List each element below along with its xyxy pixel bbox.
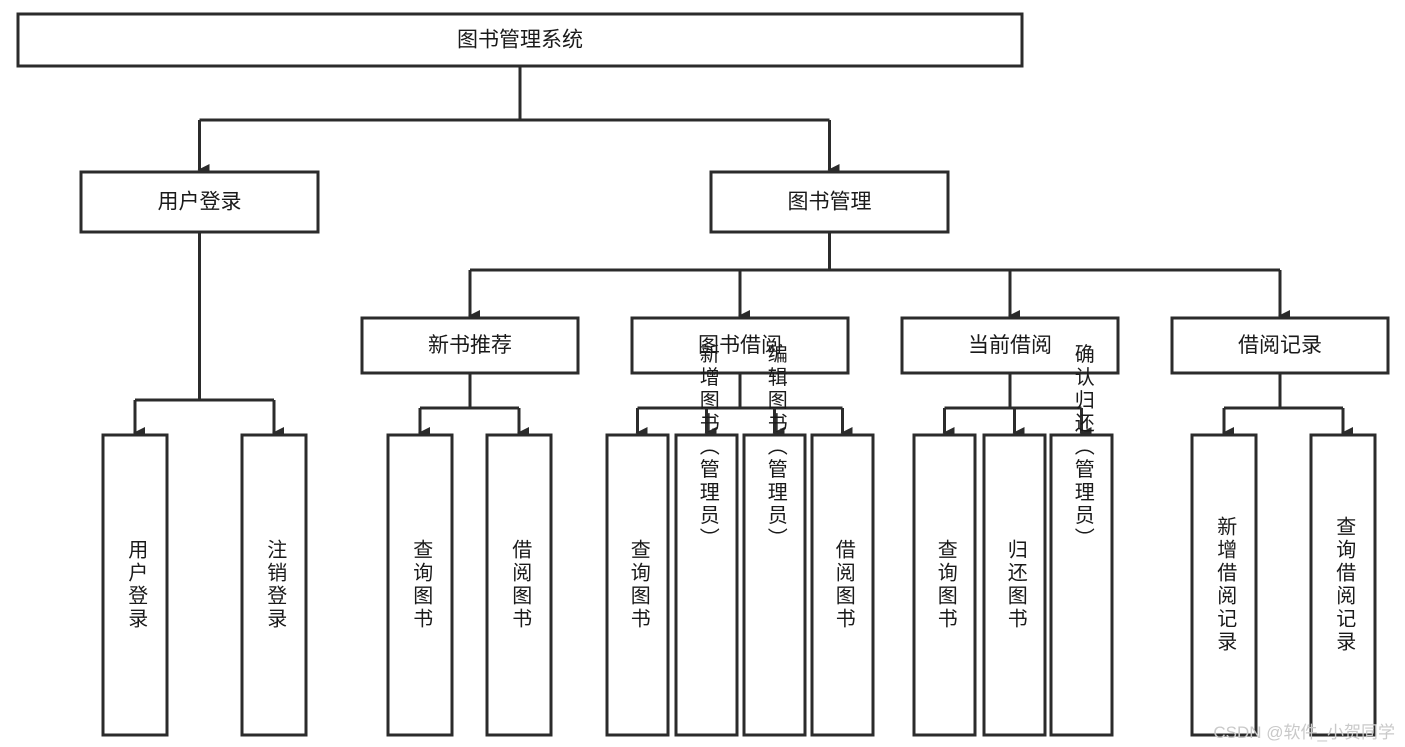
node-label-leaf-query-book-2: 查询图书 (627, 539, 650, 631)
node-box-new-book-recommend (360, 316, 580, 375)
node-label-new-book-recommend: 新书推荐 (428, 334, 512, 357)
node-box-user-login (79, 170, 320, 234)
node-leaf-borrow-book-1[interactable]: 借阅图书 (485, 433, 553, 737)
node-label-leaf-confirm-return: 确认归还（管理员） (1071, 343, 1094, 550)
node-leaf-query-book-1[interactable]: 查询图书 (386, 433, 454, 737)
node-label-leaf-edit-book: 编辑图书（管理员） (764, 343, 787, 550)
node-box-leaf-query-book-1 (386, 433, 454, 737)
node-box-book-manage (709, 170, 950, 234)
node-leaf-add-book[interactable]: 新增图书（管理员） (674, 343, 739, 737)
node-label-book-borrow: 图书借阅 (698, 334, 782, 357)
node-leaf-query-book-3[interactable]: 查询图书 (912, 433, 977, 737)
node-label-leaf-add-book: 新增图书（管理员） (696, 343, 719, 550)
node-label-book-manage: 图书管理 (788, 191, 872, 214)
node-label-leaf-logout: 注销登录 (264, 539, 287, 631)
node-label-current-borrow: 当前借阅 (968, 334, 1052, 357)
node-leaf-query-book-2[interactable]: 查询图书 (605, 433, 670, 737)
node-leaf-return-book[interactable]: 归还图书 (982, 433, 1047, 737)
node-box-leaf-edit-book (742, 433, 807, 737)
node-box-book-borrow (630, 316, 850, 375)
node-label-user-login: 用户登录 (158, 191, 242, 214)
node-box-leaf-add-book (674, 433, 739, 737)
node-leaf-add-record[interactable]: 新增借阅记录 (1190, 433, 1258, 737)
node-box-leaf-borrow-book-2 (810, 433, 875, 737)
node-box-leaf-borrow-book-1 (485, 433, 553, 737)
node-box-leaf-query-record (1309, 433, 1377, 737)
node-label-leaf-return-book: 归还图书 (1004, 539, 1027, 631)
node-current-borrow[interactable]: 当前借阅 (900, 316, 1120, 375)
node-leaf-logout[interactable]: 注销登录 (240, 433, 308, 737)
node-root[interactable]: 图书管理系统 (16, 12, 1024, 68)
node-label-leaf-borrow-book-1: 借阅图书 (509, 539, 532, 631)
node-box-leaf-query-book-3 (912, 433, 977, 737)
node-leaf-edit-book[interactable]: 编辑图书（管理员） (742, 343, 807, 737)
node-label-leaf-query-book-1: 查询图书 (410, 539, 433, 631)
node-box-leaf-add-record (1190, 433, 1258, 737)
node-new-book-recommend[interactable]: 新书推荐 (360, 316, 580, 375)
node-book-borrow[interactable]: 图书借阅 (630, 316, 850, 375)
node-label-borrow-record: 借阅记录 (1238, 334, 1322, 357)
node-box-leaf-return-book (982, 433, 1047, 737)
node-leaf-borrow-book-2[interactable]: 借阅图书 (810, 433, 875, 737)
node-leaf-user-login[interactable]: 用户登录 (101, 433, 169, 737)
node-label-leaf-query-book-3: 查询图书 (934, 539, 957, 631)
node-book-manage[interactable]: 图书管理 (709, 170, 950, 234)
node-label-leaf-add-record: 新增借阅记录 (1214, 516, 1237, 654)
node-label-leaf-query-record: 查询借阅记录 (1333, 516, 1356, 654)
node-borrow-record[interactable]: 借阅记录 (1170, 316, 1390, 375)
node-label-leaf-borrow-book-2: 借阅图书 (832, 539, 855, 631)
diagram-nodes: 图书管理系统用户登录图书管理新书推荐图书借阅当前借阅借阅记录用户登录注销登录查询… (16, 12, 1390, 737)
node-box-leaf-confirm-return (1049, 433, 1114, 737)
node-box-leaf-user-login (101, 433, 169, 737)
node-user-login[interactable]: 用户登录 (79, 170, 320, 234)
connector-lines (133, 66, 1353, 439)
csdn-watermark: CSDN @软件_小贺同学 (1213, 723, 1395, 742)
node-box-current-borrow (900, 316, 1120, 375)
node-box-leaf-query-book-2 (605, 433, 670, 737)
node-box-leaf-logout (240, 433, 308, 737)
node-label-leaf-user-login: 用户登录 (125, 539, 148, 631)
node-leaf-query-record[interactable]: 查询借阅记录 (1309, 433, 1377, 737)
node-leaf-confirm-return[interactable]: 确认归还（管理员） (1049, 343, 1114, 737)
node-label-root: 图书管理系统 (457, 29, 583, 52)
node-box-root (16, 12, 1024, 68)
node-box-borrow-record (1170, 316, 1390, 375)
